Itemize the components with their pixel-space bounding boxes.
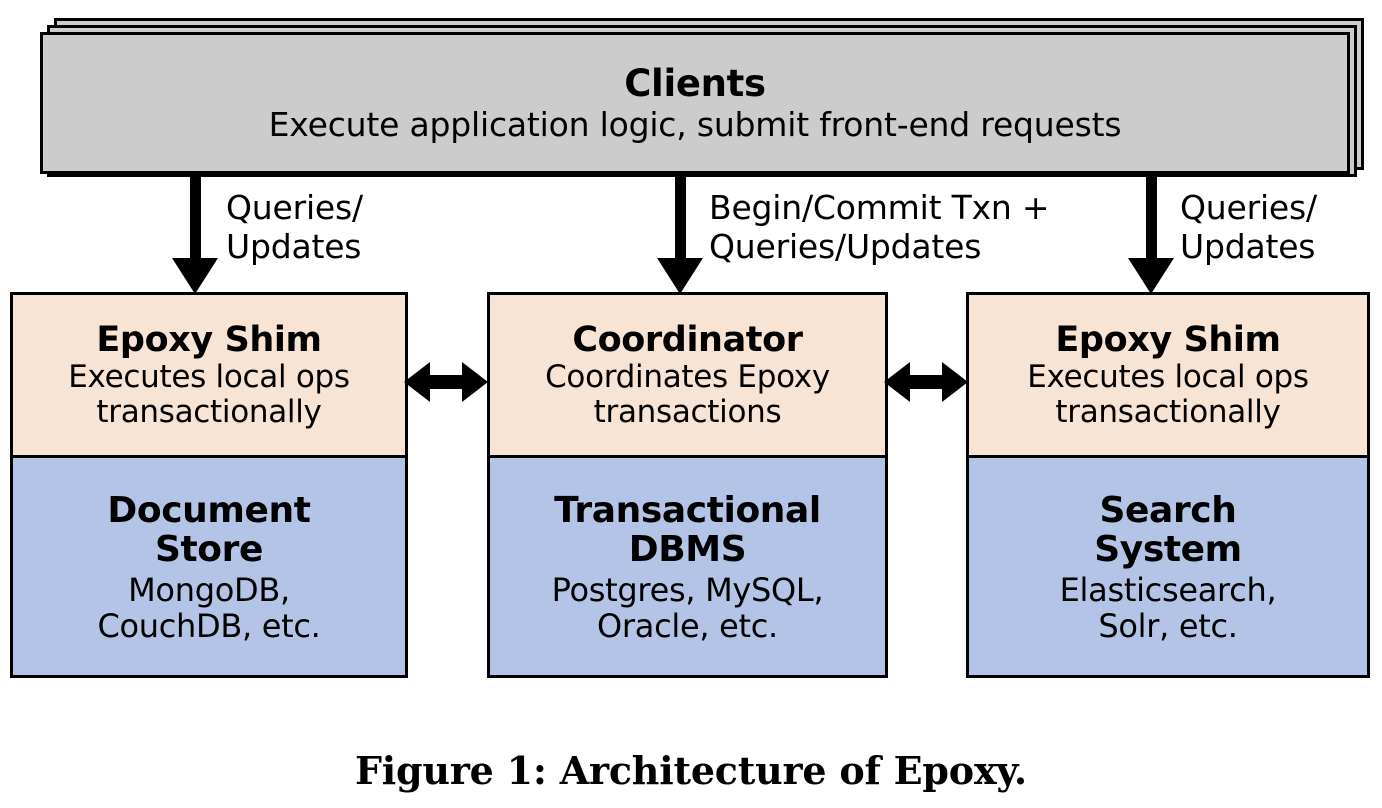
arrow-label-center: Begin/Commit Txn + Queries/Updates <box>709 188 1050 266</box>
shim-description: Executes local ops transactionally <box>68 359 350 431</box>
arrow-head-icon <box>1128 258 1174 294</box>
clients-box: Clients Execute application logic, submi… <box>40 32 1350 174</box>
arrow-down-left <box>172 174 218 294</box>
arrow-shaft <box>426 375 466 389</box>
shim-description: Executes local ops transactionally <box>1027 359 1309 431</box>
arrow-shaft <box>190 174 201 264</box>
column-center: Coordinator Coordinates Epoxy transactio… <box>487 292 888 678</box>
column-right: Epoxy Shim Executes local ops transactio… <box>966 292 1370 678</box>
store-examples: Postgres, MySQL, Oracle, etc. <box>551 570 824 646</box>
shim-box-left: Epoxy Shim Executes local ops transactio… <box>13 295 405 458</box>
column-left: Epoxy Shim Executes local ops transactio… <box>10 292 408 678</box>
store-box-left: Document Store MongoDB, CouchDB, etc. <box>13 458 405 675</box>
clients-title: Clients <box>624 62 766 106</box>
store-examples: MongoDB, CouchDB, etc. <box>97 570 321 646</box>
figure-caption: Figure 1: Architecture of Epoxy. <box>355 748 1027 793</box>
store-box-right: Search System Elasticsearch, Solr, etc. <box>969 458 1367 675</box>
shim-box-right: Epoxy Shim Executes local ops transactio… <box>969 295 1367 458</box>
arrow-down-right <box>1128 174 1174 294</box>
store-examples: Elasticsearch, Solr, etc. <box>1059 570 1277 646</box>
store-title: Transactional DBMS <box>554 489 821 571</box>
store-box-center: Transactional DBMS Postgres, MySQL, Orac… <box>490 458 885 675</box>
clients-description: Execute application logic, submit front-… <box>268 105 1122 144</box>
arrow-head-right-icon <box>942 362 968 402</box>
coordinator-description: Coordinates Epoxy transactions <box>545 359 830 431</box>
shim-title: Epoxy Shim <box>96 319 322 360</box>
arrow-bidirectional-left <box>404 362 488 402</box>
arrow-bidirectional-right <box>884 362 968 402</box>
arrow-head-left-icon <box>884 362 910 402</box>
arrow-head-right-icon <box>462 362 488 402</box>
arrow-shaft <box>906 375 946 389</box>
arrow-head-icon <box>172 258 218 294</box>
arrow-head-icon <box>657 258 703 294</box>
arrow-head-left-icon <box>404 362 430 402</box>
coordinator-box: Coordinator Coordinates Epoxy transactio… <box>490 295 885 458</box>
arrow-shaft <box>1146 174 1157 264</box>
shim-title: Epoxy Shim <box>1055 319 1281 360</box>
arrow-label-right: Queries/ Updates <box>1180 188 1317 266</box>
store-title: Search System <box>1094 489 1242 571</box>
coordinator-title: Coordinator <box>572 319 803 360</box>
arrow-label-left: Queries/ Updates <box>226 188 363 266</box>
arrow-shaft <box>675 174 686 264</box>
arrow-down-center <box>657 174 703 294</box>
store-title: Document Store <box>107 489 311 571</box>
